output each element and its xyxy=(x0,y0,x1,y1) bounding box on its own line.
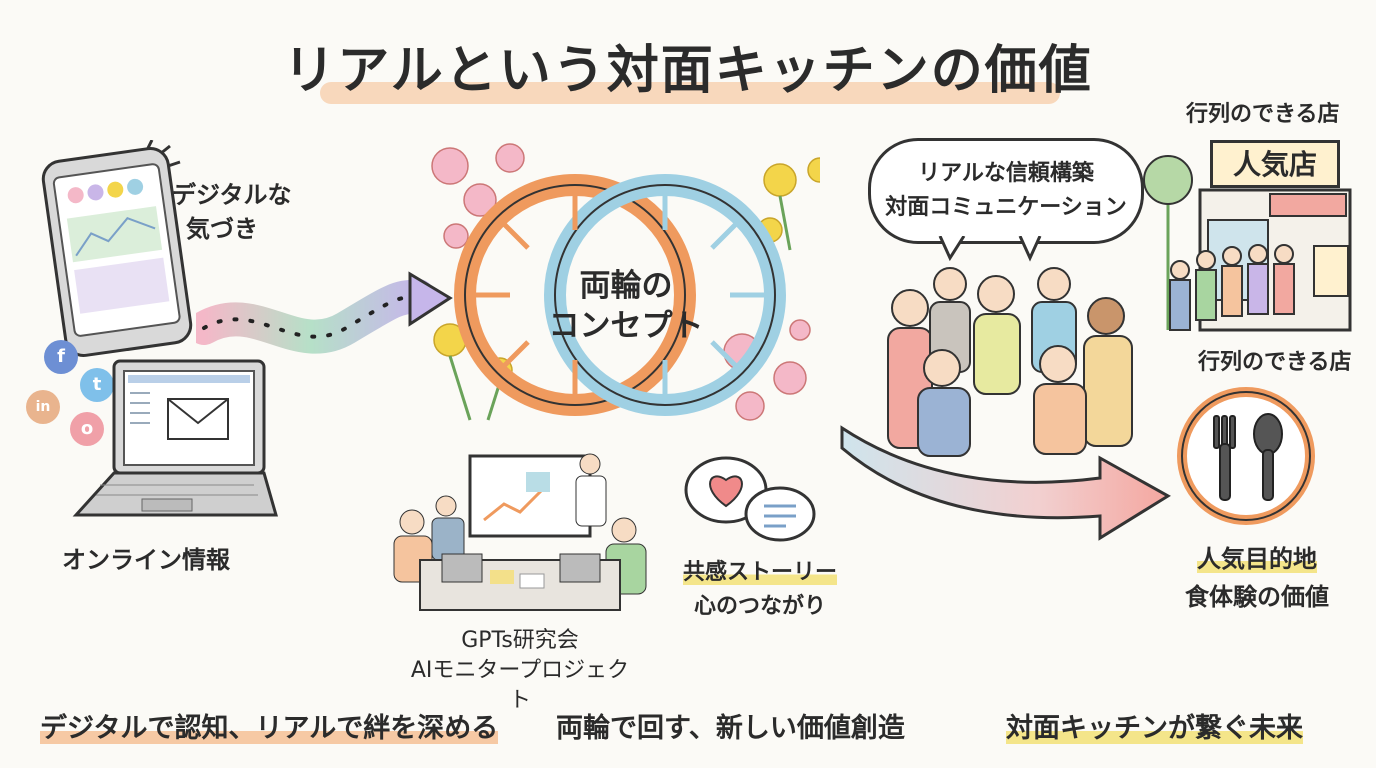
heart-icon xyxy=(709,475,743,508)
flow-arrow-right xyxy=(840,425,1171,541)
trust-speech-bubble: リアルな信頼構築 対面コミュニケーション xyxy=(868,138,1144,244)
dest-line2: 食体験の価値 xyxy=(1185,583,1329,611)
meeting-illustration xyxy=(393,453,647,611)
concept-line2: コンセプト xyxy=(548,308,704,344)
bottom-right-text: 対面キッチンが繋ぐ未来 xyxy=(1006,713,1303,744)
two-wheels-diagram xyxy=(431,143,820,421)
story-line2: 心のつながり xyxy=(693,594,826,619)
bottom-caption-center: 両輪で回す、新しい価値創造 xyxy=(556,713,905,744)
instagram-icon: o xyxy=(70,412,104,446)
queue-top-label: 行列のできる店 xyxy=(1186,102,1340,127)
bottom-caption-left: デジタルで認知、リアルで絆を深める xyxy=(40,706,499,745)
popular-store-sign: 人気店 xyxy=(1210,140,1340,188)
people-group-illustration xyxy=(887,267,1133,457)
facebook-icon: f xyxy=(44,340,78,374)
title-highlight xyxy=(320,82,1060,104)
digital-label-line1: デジタルな xyxy=(172,181,292,209)
meeting-label: GPTs研究会 AIモニタープロジェクト xyxy=(400,626,640,716)
smartphone-illustration xyxy=(41,140,193,357)
destination-label: 人気目的地 食体験の価値 xyxy=(1162,540,1352,616)
digital-awareness-label: デジタルな 気づき xyxy=(172,178,292,246)
laptop-illustration xyxy=(72,359,278,517)
digital-label-line2: 気づき xyxy=(186,215,258,243)
bubble-line1: リアルな信頼構築 xyxy=(918,161,1094,186)
flow-arrow-left xyxy=(196,271,453,354)
queue-mid-label: 行列のできる店 xyxy=(1198,350,1352,375)
linkedin-icon: in xyxy=(26,390,60,424)
online-info-label: オンライン情報 xyxy=(62,546,230,574)
empathy-chat-illustration xyxy=(684,456,816,542)
bottom-left-text: デジタルで認知、リアルで絆を深める xyxy=(40,713,499,744)
meeting-line2: AIモニタープロジェクト xyxy=(410,658,630,713)
twitter-icon: t xyxy=(80,368,114,402)
concept-line1: 両輪の xyxy=(579,268,673,304)
concept-label: 両輪の コンセプト xyxy=(546,266,706,346)
empathy-label: 共感ストーリー 心のつながり xyxy=(680,556,840,624)
page-title: リアルという対面キッチンの価値 xyxy=(283,41,1093,101)
popular-store-illustration xyxy=(1143,155,1352,332)
dest-line1: 人気目的地 xyxy=(1197,545,1317,573)
meeting-line1: GPTs研究会 xyxy=(461,628,579,653)
fork-spoon-plate-icon xyxy=(1177,387,1315,525)
bubble-line2: 対面コミュニケーション xyxy=(885,195,1127,220)
bottom-caption-right: 対面キッチンが繋ぐ未来 xyxy=(1006,706,1303,745)
speech-bubble-tails xyxy=(938,236,1042,262)
story-line1: 共感ストーリー xyxy=(682,560,837,585)
